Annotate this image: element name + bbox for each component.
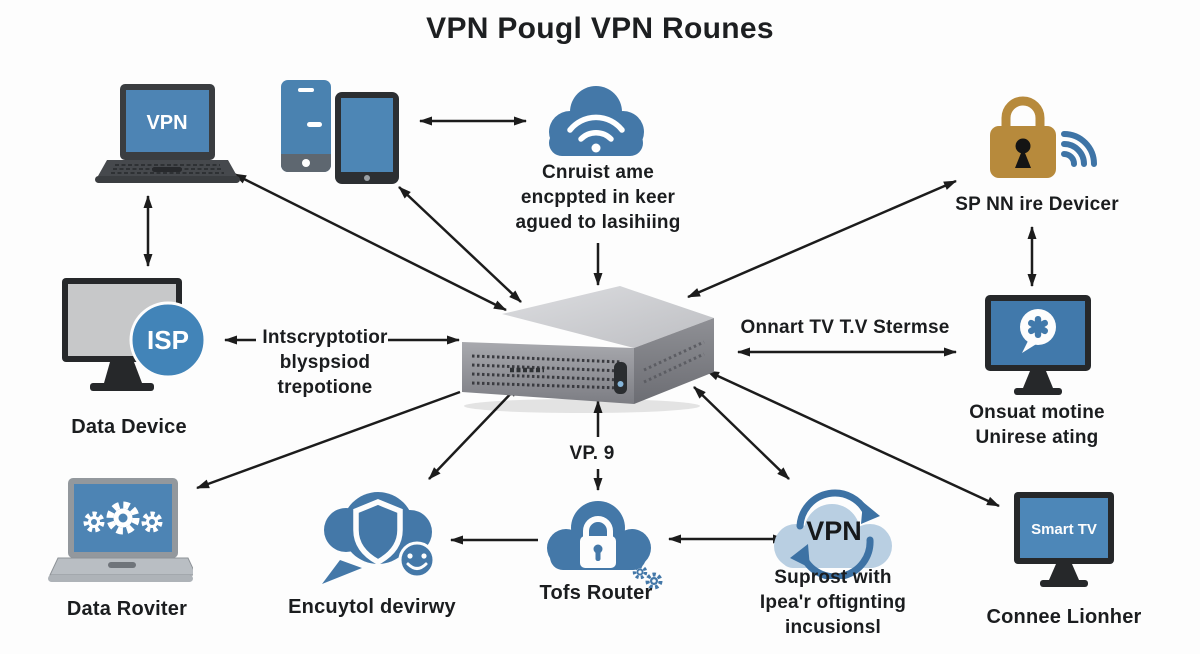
- smiley-icon: [398, 541, 436, 579]
- vpn-cloud-label: VPN: [806, 516, 862, 546]
- isp-monitor-icon: ISP: [62, 278, 207, 391]
- shield-icon: [353, 499, 403, 566]
- isp-badge-text: ISP: [147, 325, 189, 355]
- shield-bubble: [310, 478, 445, 598]
- wifi-icon: [567, 114, 625, 142]
- secure-lock-caption: SP NN ire Devicer: [955, 194, 1119, 215]
- wifi-cloud-icon: [549, 86, 644, 156]
- shield-bubble-caption: Encuytol devirwy: [288, 596, 456, 618]
- arrow-router-shieldbubble: [428, 384, 520, 480]
- lock-cloud-caption: Tofs Router: [539, 582, 653, 604]
- gears-laptop: [48, 476, 197, 596]
- isp-badge: [129, 301, 207, 379]
- lock-wifi-icon: [990, 96, 1097, 178]
- encryption-note: Intscryptotior blyspsiod trepotione: [262, 327, 388, 399]
- signal-waves-icon: [1061, 131, 1097, 167]
- isp-monitor: ISP: [58, 275, 208, 405]
- arrow-tablet-router: [398, 186, 522, 303]
- diagram-title: VPN Pougl VPN Rounes: [426, 12, 774, 45]
- chat-monitor-caption: Onsuat motine Unirese ating: [969, 402, 1105, 449]
- arrow-router-smarttv: [706, 369, 1000, 508]
- arrow-router-lock: [687, 179, 957, 299]
- router: [452, 280, 722, 420]
- refresh-arrows-icon: [790, 489, 880, 581]
- arrow-router-gearslaptop: [196, 390, 461, 490]
- gears-laptop-icon: [48, 478, 197, 582]
- isp-monitor-caption: Data Device: [71, 416, 187, 438]
- router-icon: [462, 286, 714, 413]
- vpn-cloud-caption: Suprost with Ipea'r oftignting incusions…: [759, 567, 907, 639]
- wifi-cloud: [536, 76, 656, 171]
- secure-lock: [984, 84, 1109, 199]
- mobile-devices: [281, 80, 401, 190]
- smart-tv-icon: Smart TV: [1014, 492, 1114, 587]
- gears-laptop-caption: Data Roviter: [66, 598, 188, 620]
- phone-icon: [281, 80, 331, 172]
- vpn-laptop: VPN: [95, 82, 240, 192]
- shield-bubble-icon: [322, 492, 436, 584]
- vpn-cloud: VPN: [762, 474, 902, 584]
- gears-icon: [83, 501, 163, 535]
- vp9-link-label: VP. 9: [569, 443, 615, 464]
- vent-holes: [471, 354, 623, 390]
- smart-tv-screen-text: Smart TV: [1031, 521, 1097, 538]
- vpn-laptop-screen-text: VPN: [146, 112, 187, 134]
- small-gears-icon: [632, 564, 663, 590]
- wifi-cloud-caption: Cnruist ame encppted in keer agued to la…: [515, 162, 681, 234]
- chat-monitor-icon: [985, 295, 1091, 395]
- streams-link-label: Onnart TV T.V Stermse: [740, 317, 950, 338]
- vpn-laptop-icon: VPN: [95, 84, 240, 183]
- smart-tv: Smart TV: [1012, 490, 1116, 599]
- chat-monitor: [982, 293, 1100, 406]
- lock-cloud-icon: [547, 501, 663, 590]
- asterisk-icon: [1027, 316, 1049, 338]
- phone-tablet-icon: [281, 80, 399, 184]
- lock-cloud: [538, 492, 668, 597]
- smart-tv-caption: Connee Lionher: [986, 606, 1142, 628]
- router-button: [614, 362, 627, 394]
- vpn-cloud-icon: VPN: [774, 489, 892, 581]
